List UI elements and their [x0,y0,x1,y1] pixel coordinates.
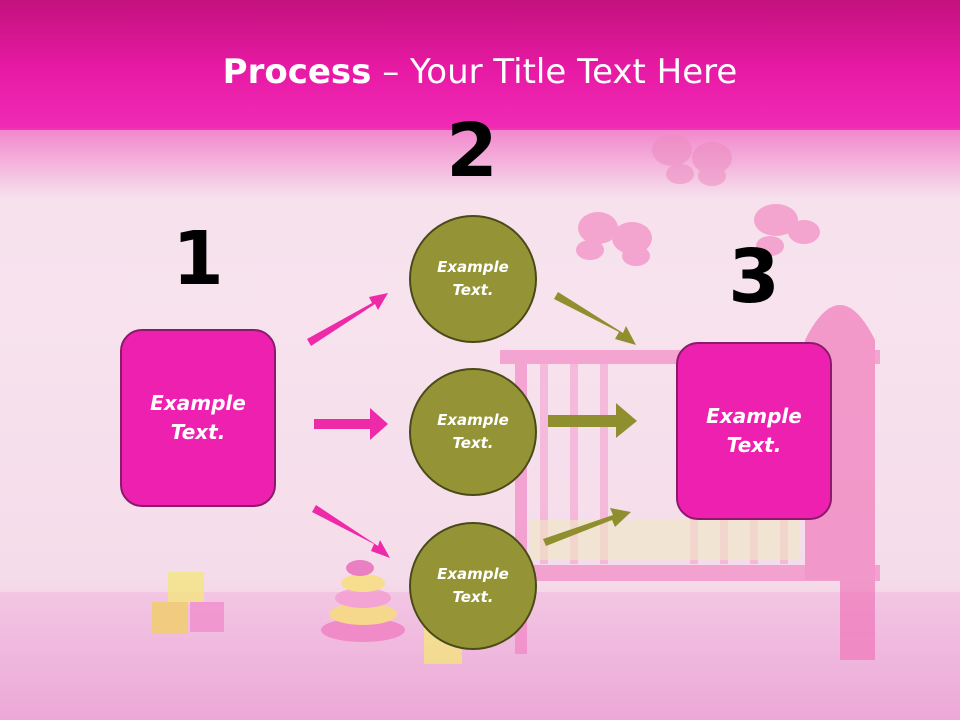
step-1-box[interactable]: Example Text. [120,329,276,507]
title-dash: – [371,52,411,92]
header-fade [0,128,960,198]
butterfly-icon [652,134,732,186]
step-2-circle-2[interactable]: Example Text. [409,368,537,496]
arrow-2b-to-3 [548,403,637,438]
header-band [0,0,960,130]
arrow-1-to-2c [312,505,390,558]
arrow-1-to-2b [314,408,388,440]
step-3-text: Example Text. [706,404,802,457]
step-2-circle-3[interactable]: Example Text. [409,522,537,650]
stacking-toy [321,560,405,642]
arrow-1-to-2a [307,293,388,346]
butterfly-icon [576,212,652,266]
arrow-2c-to-3 [543,508,631,546]
step-number-1: 1 [172,216,224,302]
title-rest: Your Title Text Here [410,52,738,92]
step-3-box[interactable]: Example Text. [676,342,832,520]
slide-title: Process – Your Title Text Here [0,52,960,92]
arrow-2a-to-3 [554,292,636,345]
step-2-circle-1[interactable]: Example Text. [409,215,537,343]
step-2-circle-1-text: Example Text. [437,258,509,299]
step-1-text: Example Text. [150,391,246,444]
step-2-circle-3-text: Example Text. [437,565,509,606]
step-2-circle-2-text: Example Text. [437,411,509,452]
step-number-2: 2 [446,108,498,194]
title-bold: Process [222,52,372,92]
butterfly-icon [754,204,820,256]
step-number-3: 3 [728,234,780,320]
